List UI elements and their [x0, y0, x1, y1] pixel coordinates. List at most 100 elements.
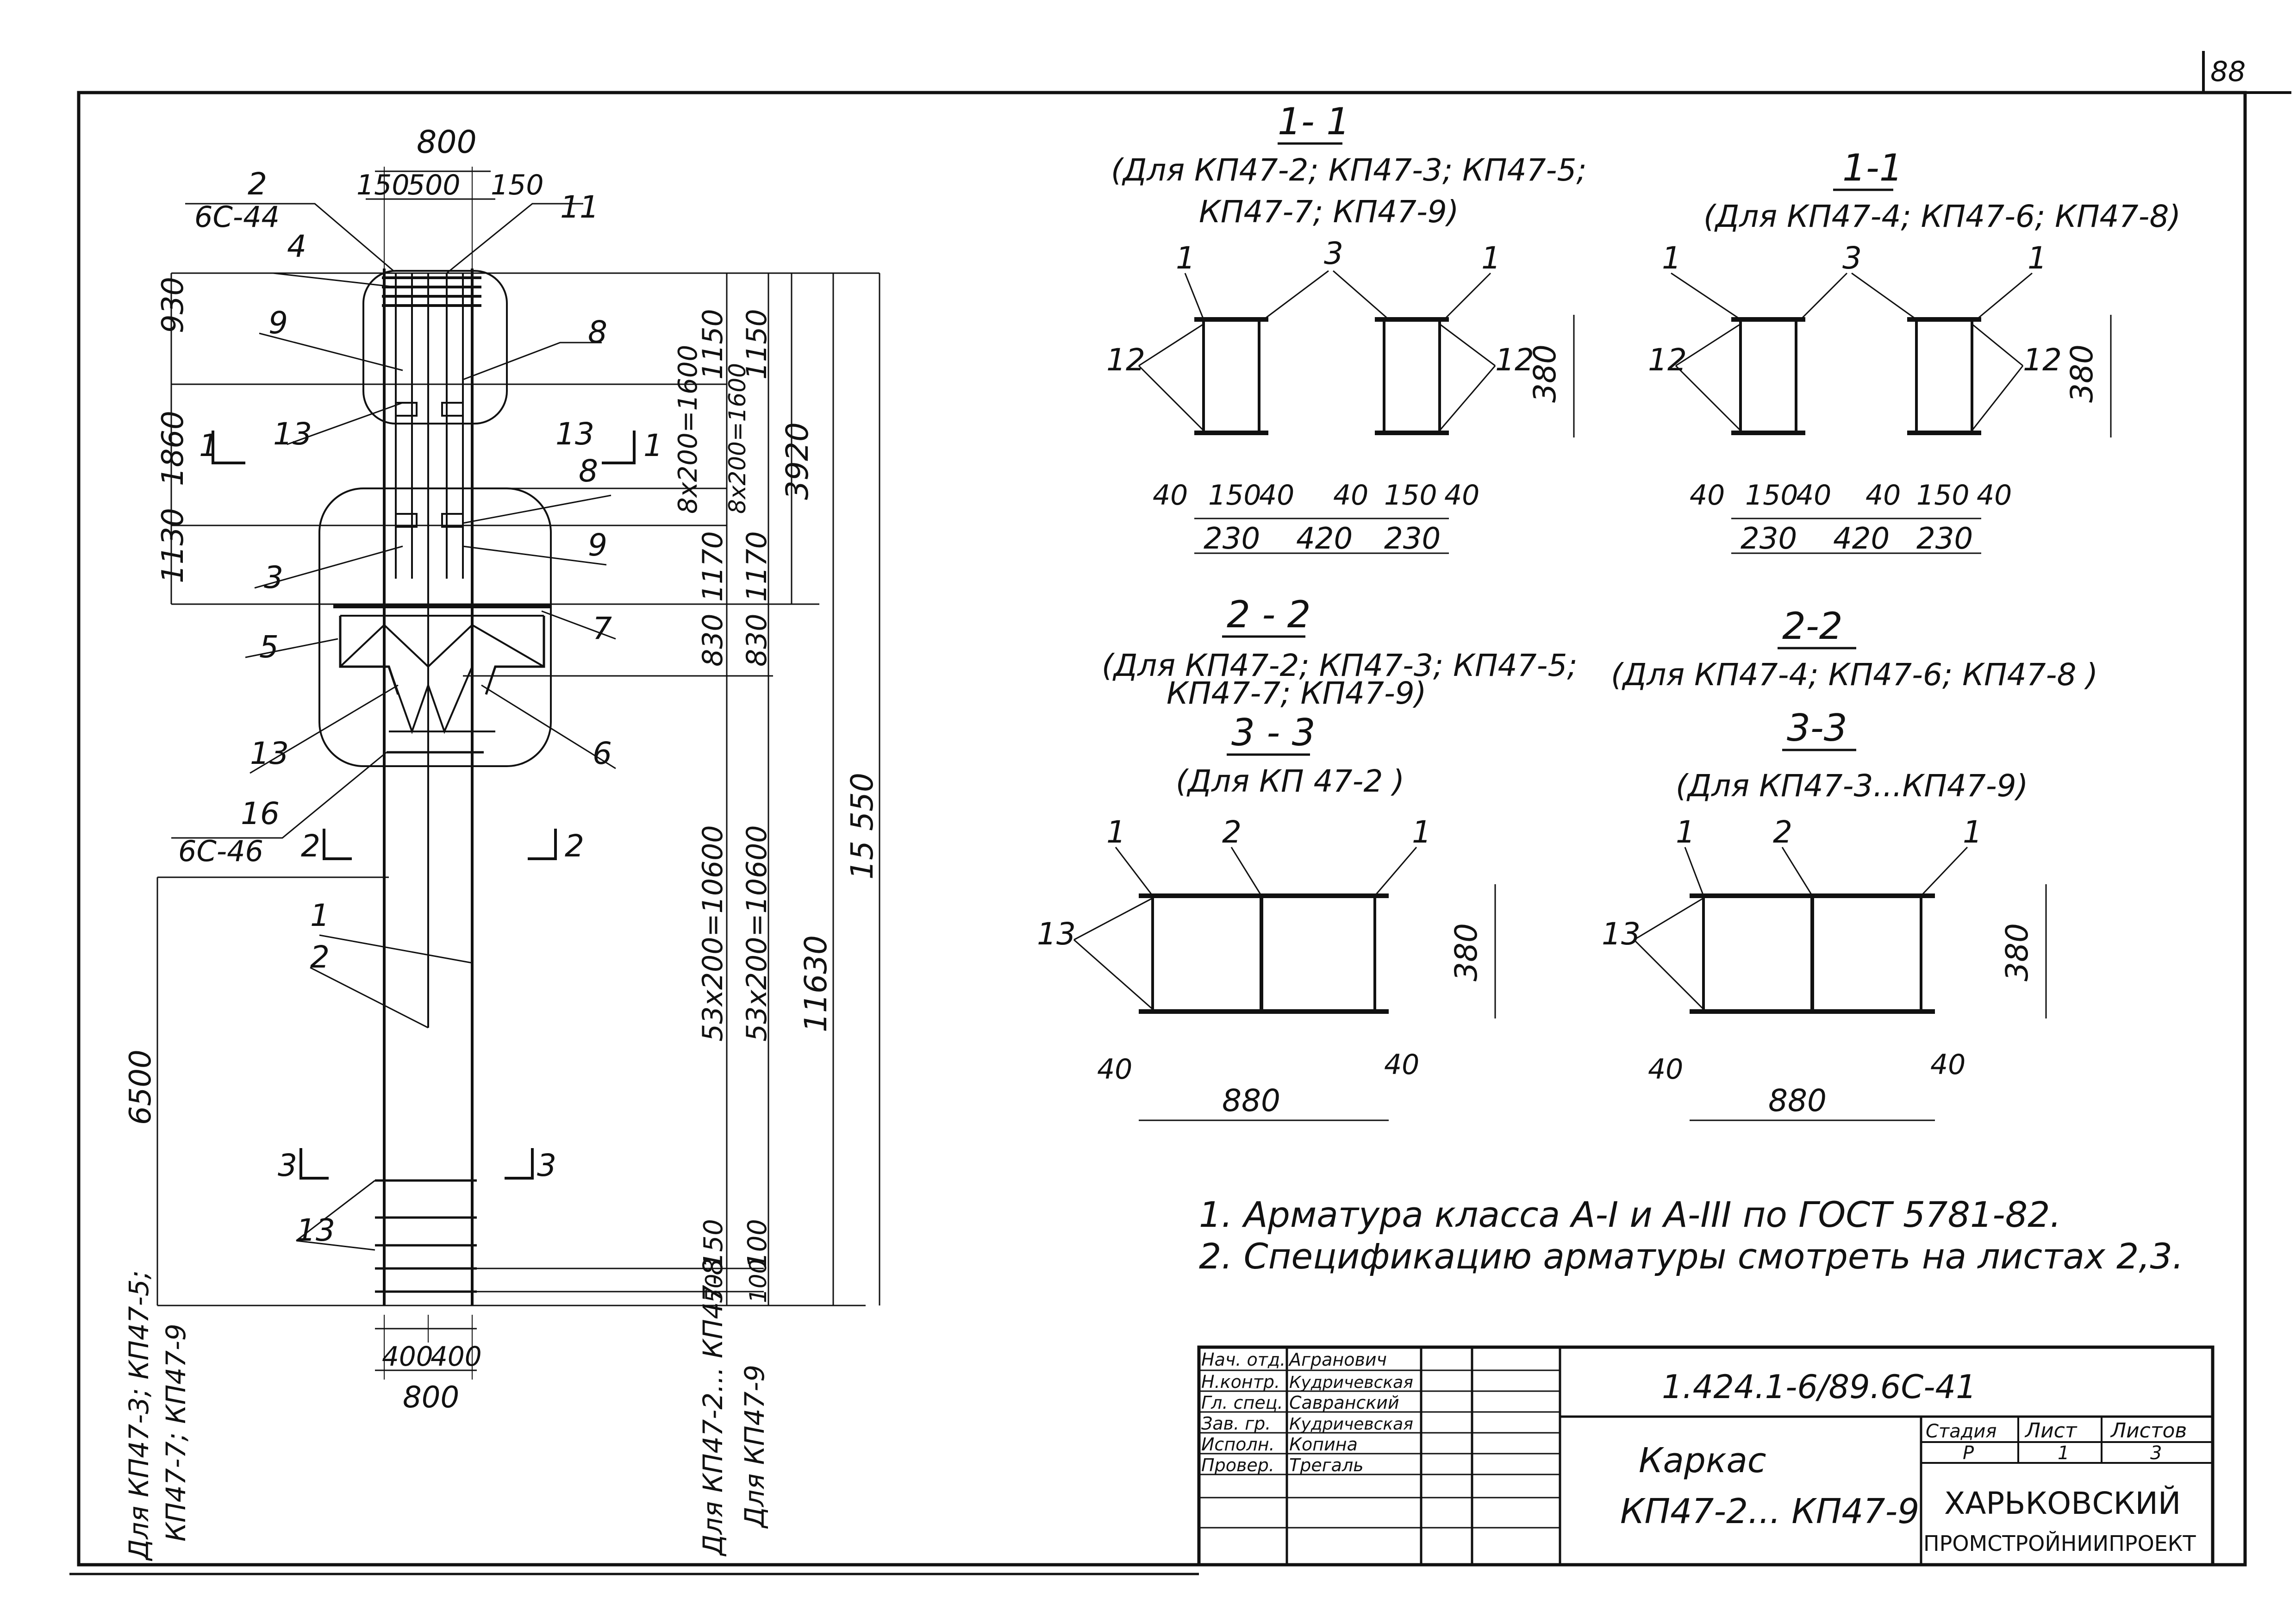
- column-elevation: 800 150 500 150 2 6С-44 16 6С-46 930 186…: [123, 124, 880, 1562]
- leader: [541, 610, 616, 640]
- pos-label-8: 8: [579, 453, 598, 489]
- leader: [462, 494, 611, 524]
- leader: [245, 638, 338, 658]
- role-5: Провер.: [1201, 1455, 1274, 1475]
- name-0: Агранович: [1288, 1349, 1387, 1370]
- section-subtitle-2: КП47-7; КП47-9): [1167, 675, 1427, 711]
- cage-right: [1383, 318, 1441, 434]
- dim-r1-10600: 53х200=10600: [697, 825, 729, 1042]
- sheet-frame: [77, 91, 2247, 1567]
- vertical-note-4: Для КП47-9: [739, 1365, 770, 1529]
- section-cut-1-right: [602, 431, 636, 464]
- note-2: 2. Спецификацию арматуры смотреть на лис…: [1199, 1236, 2184, 1277]
- cage: [1151, 894, 1376, 1013]
- section-subtitle: (Для КП47-4; КП47-6; КП47-8): [1703, 199, 2181, 234]
- dim-40: 40: [1259, 479, 1294, 512]
- dim-left-1130: 1130: [156, 508, 190, 583]
- leader: [250, 684, 399, 774]
- note-1: 1. Арматура класса А-I и А-III по ГОСТ 5…: [1199, 1194, 2061, 1235]
- dim-380: 380: [1448, 923, 1484, 981]
- bracket-truss-left: [339, 624, 429, 668]
- vertical-note-1: Для КП47-3; КП47-5;: [123, 1270, 155, 1562]
- section-title: 3-3: [1787, 706, 1847, 750]
- dim-r2-10600: 53х200=10600: [741, 825, 773, 1042]
- leader: [1184, 273, 1204, 320]
- sheet-header: Лист: [2024, 1419, 2078, 1443]
- sheets-value: 3: [2150, 1443, 2162, 1464]
- title-block-outline: [1197, 1345, 2215, 1567]
- dim-top-500: 500: [407, 169, 461, 201]
- stage-value: Р: [1963, 1443, 1974, 1464]
- dim-150: 150: [1208, 479, 1261, 512]
- leader: [1115, 847, 1154, 896]
- pos-label-8-top: 8: [588, 314, 607, 350]
- dim-bottom-400-right: 400: [430, 1341, 482, 1372]
- dim-r2-1170: 1170: [741, 531, 773, 602]
- leader: [1920, 846, 1968, 897]
- leader: [1781, 847, 1813, 896]
- dim-top-150-right: 150: [491, 169, 544, 201]
- pos2-code: 6С-44: [194, 200, 280, 234]
- label-1: 1: [1662, 240, 1681, 276]
- pos-label-5: 5: [259, 629, 279, 665]
- pos-label-9: 9: [588, 527, 607, 563]
- dim-230: 230: [1916, 522, 1973, 556]
- clamp: [395, 402, 418, 417]
- dim-380: 380: [2064, 344, 2100, 403]
- name-3: Кудричевская: [1289, 1415, 1413, 1434]
- label-12-right: 12: [1495, 342, 1534, 378]
- pos-label-12-left: 13: [273, 416, 312, 452]
- role-0: Нач. отд.: [1201, 1349, 1285, 1370]
- section-2-2: 2 - 2 (Для КП47-2; КП47-3; КП47-5; КП47-…: [1102, 593, 2098, 711]
- section-3-3-a: 3 - 3 (Для КП 47-2 ) 1 2 1 13 380 40 40 …: [1037, 711, 1496, 1121]
- dim-bottom-800: 800: [403, 1380, 459, 1415]
- section-mark-3-right: 3: [537, 1148, 556, 1183]
- role-2: Гл. спец.: [1201, 1393, 1283, 1413]
- section-mark-2-right: 2: [565, 828, 584, 864]
- dim-40: 40: [1153, 479, 1188, 512]
- leader: [1333, 270, 1389, 320]
- dim-230: 230: [1204, 522, 1260, 556]
- bracket-right: [485, 616, 545, 695]
- org-line-1: ХАРЬКОВСКИЙ: [1944, 1485, 2181, 1521]
- dim-150: 150: [1384, 479, 1437, 512]
- leader: [296, 1180, 375, 1242]
- dim-left-1860: 1860: [156, 411, 190, 486]
- label-1: 1: [1176, 240, 1195, 276]
- dim-top-width: 800: [417, 124, 477, 161]
- leader: [1374, 847, 1417, 896]
- title-block: Нач. отд. Н.контр. Гл. спец. Зав. гр. Ис…: [1197, 1345, 2215, 1567]
- pos-label-1: 1: [310, 898, 330, 933]
- section-cut-3-right: [505, 1148, 534, 1180]
- stage-header: Стадия: [1926, 1421, 1997, 1442]
- pos-label-6: 6: [593, 736, 612, 771]
- leader: [1263, 270, 1329, 320]
- leader: [1633, 939, 1704, 1010]
- leader: [1439, 365, 1496, 431]
- doc-name-1: Каркас: [1639, 1441, 1766, 1480]
- section-subtitle: (Для КП47-2; КП47-3; КП47-5;: [1111, 152, 1587, 188]
- bracket-left: [339, 616, 399, 695]
- dim-40: 40: [1444, 479, 1479, 512]
- dim-r1-150: 150: [699, 1219, 729, 1268]
- dim-r1-1600: 8х200=1600: [673, 345, 703, 514]
- leader: [1073, 897, 1153, 941]
- cage-left: [1739, 318, 1797, 434]
- sheet-value: 1: [2058, 1443, 2069, 1464]
- pos2-label: 2: [248, 166, 267, 202]
- pos-label-3: 3: [264, 560, 283, 595]
- section-cut-1-left: [212, 431, 245, 464]
- dim-top-150-left: 150: [356, 169, 410, 201]
- dim-380: 380: [1999, 923, 2035, 981]
- role-3: Зав. гр.: [1201, 1413, 1271, 1434]
- pos16-label: 16: [241, 796, 280, 831]
- label-13: 13: [1602, 916, 1641, 952]
- role-4: Исполн.: [1201, 1434, 1275, 1455]
- dim-40: 40: [1866, 479, 1901, 512]
- cage-right: [1915, 318, 1973, 434]
- dim-r2-100: 100: [742, 1219, 773, 1268]
- dim-40: 40: [1977, 479, 2012, 512]
- cage-left: [1202, 318, 1260, 434]
- dim-extra-50: 50: [701, 1274, 728, 1303]
- name-2: Савранский: [1289, 1393, 1399, 1413]
